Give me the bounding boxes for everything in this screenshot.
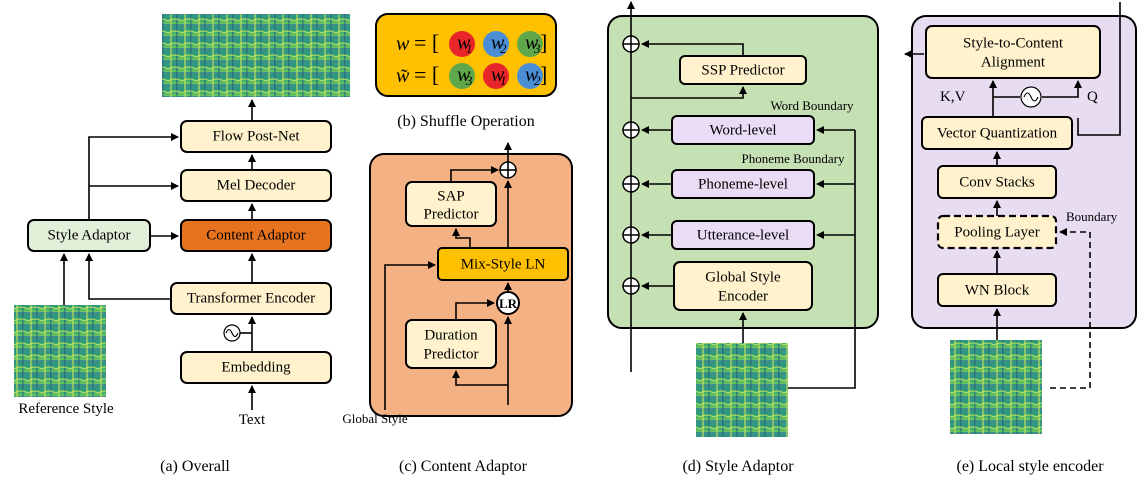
eq1-open: = [ xyxy=(414,30,439,55)
duration-predictor-block xyxy=(405,319,497,369)
caption-b: (b) Shuffle Operation xyxy=(397,113,534,130)
token-label: w xyxy=(457,64,471,86)
global-style-encoder-line2: Encoder xyxy=(718,288,768,304)
token-label: w xyxy=(491,64,505,86)
token-subscript: 3 xyxy=(465,73,473,88)
eq2-close: ] xyxy=(540,62,547,87)
token-label: w xyxy=(491,32,505,54)
q-label: Q xyxy=(1087,89,1098,105)
sap-predictor-line1: SAP xyxy=(437,188,465,204)
pooling-layer-label: Pooling Layer xyxy=(954,224,1039,240)
token-subscript: 1 xyxy=(466,41,473,56)
eq1-close: ] xyxy=(540,30,547,55)
reference-spectrogram xyxy=(14,305,106,397)
flow-post-net-label: Flow Post-Net xyxy=(212,128,300,144)
sap-predictor-line2: Predictor xyxy=(424,206,479,222)
phoneme-level-label: Phoneme-level xyxy=(698,176,788,192)
token-circle xyxy=(483,31,509,57)
token-circle xyxy=(449,31,475,57)
ssp-predictor-label: SSP Predictor xyxy=(701,62,784,78)
vector-quantization-label: Vector Quantization xyxy=(937,125,1058,141)
reference-style-label: Reference Style xyxy=(18,401,114,417)
word-boundary-label: Word Boundary xyxy=(770,98,854,113)
eq2-open: = [ xyxy=(414,62,439,87)
output-spectrogram xyxy=(162,14,350,97)
mel-decoder-block xyxy=(180,169,332,202)
pooling-layer-block xyxy=(936,214,1058,250)
mix-style-ln-label: Mix-Style LN xyxy=(461,256,546,272)
duration-predictor-line1: Duration xyxy=(424,327,478,343)
token-subscript: 2 xyxy=(534,73,541,88)
embedding-block xyxy=(180,351,332,384)
alignment-line1: Style-to-Content xyxy=(963,35,1064,51)
token-subscript: 1 xyxy=(500,73,507,88)
content-adaptor-label: Content Adaptor xyxy=(206,227,306,243)
caption-a: (a) Overall xyxy=(160,458,230,475)
utterance-level-label: Utterance-level xyxy=(697,227,789,243)
phoneme-boundary-label: Phoneme Boundary xyxy=(742,151,845,166)
token-subscript: 2 xyxy=(500,41,507,56)
alignment-line2: Alignment xyxy=(981,54,1046,70)
token-label: w xyxy=(457,32,471,54)
duration-predictor-line2: Predictor xyxy=(424,346,479,362)
caption-d: (d) Style Adaptor xyxy=(682,458,794,475)
token-subscript: 3 xyxy=(533,41,541,56)
add-node-cross xyxy=(623,227,639,243)
token-label: w xyxy=(525,64,539,86)
vector-quantization-block xyxy=(921,116,1073,150)
token-circle xyxy=(517,63,543,89)
boundary-label: Boundary xyxy=(1066,209,1118,224)
panel-e-local-style-encoder: Style-to-Content Alignment K,V Q Vector … xyxy=(904,2,1137,475)
mel-decoder-label: Mel Decoder xyxy=(217,177,296,193)
panel-c-content-adaptor: SAP Predictor Mix-Style LN LR Duration P… xyxy=(342,142,573,475)
panel-a-overall: Flow Post-Net Mel Decoder Content Adapto… xyxy=(14,14,350,475)
text-input-label: Text xyxy=(239,412,266,428)
add-node-cross xyxy=(623,36,639,52)
eq1-lhs: w xyxy=(396,33,410,55)
add-node-cross xyxy=(623,176,639,192)
style-adaptor-label: Style Adaptor xyxy=(48,227,131,243)
style-adaptor-spectrogram xyxy=(696,343,788,437)
style-to-content-alignment-block xyxy=(925,25,1101,79)
add-node-cross xyxy=(623,122,639,138)
mix-style-ln-block xyxy=(437,247,569,281)
global-style-encoder-line1: Global Style xyxy=(705,269,781,285)
token-circle xyxy=(517,31,543,57)
word-level-label: Word-level xyxy=(709,122,776,138)
eq2-lhs: w̃ xyxy=(396,65,410,87)
token-circle xyxy=(483,63,509,89)
length-regulator-label: LR xyxy=(499,296,518,311)
caption-c: (c) Content Adaptor xyxy=(399,458,528,475)
panel-d-style-adaptor: SSP Predictor Word Boundary Word-level P… xyxy=(607,1,879,475)
conv-stacks-label: Conv Stacks xyxy=(959,174,1035,190)
caption-e: (e) Local style encoder xyxy=(956,458,1104,475)
token-label: w xyxy=(525,32,539,54)
embedding-label: Embedding xyxy=(221,359,291,375)
add-node-cross xyxy=(623,278,639,294)
kv-label: K,V xyxy=(940,89,966,105)
global-style-label: Global Style xyxy=(342,411,408,426)
content-adaptor-block xyxy=(180,219,332,252)
transformer-encoder-label: Transformer Encoder xyxy=(187,290,315,306)
token-circle xyxy=(449,63,475,89)
flow-post-net-block xyxy=(180,120,332,153)
local-style-spectrogram xyxy=(950,340,1042,434)
wn-block-label: WN Block xyxy=(965,282,1030,298)
